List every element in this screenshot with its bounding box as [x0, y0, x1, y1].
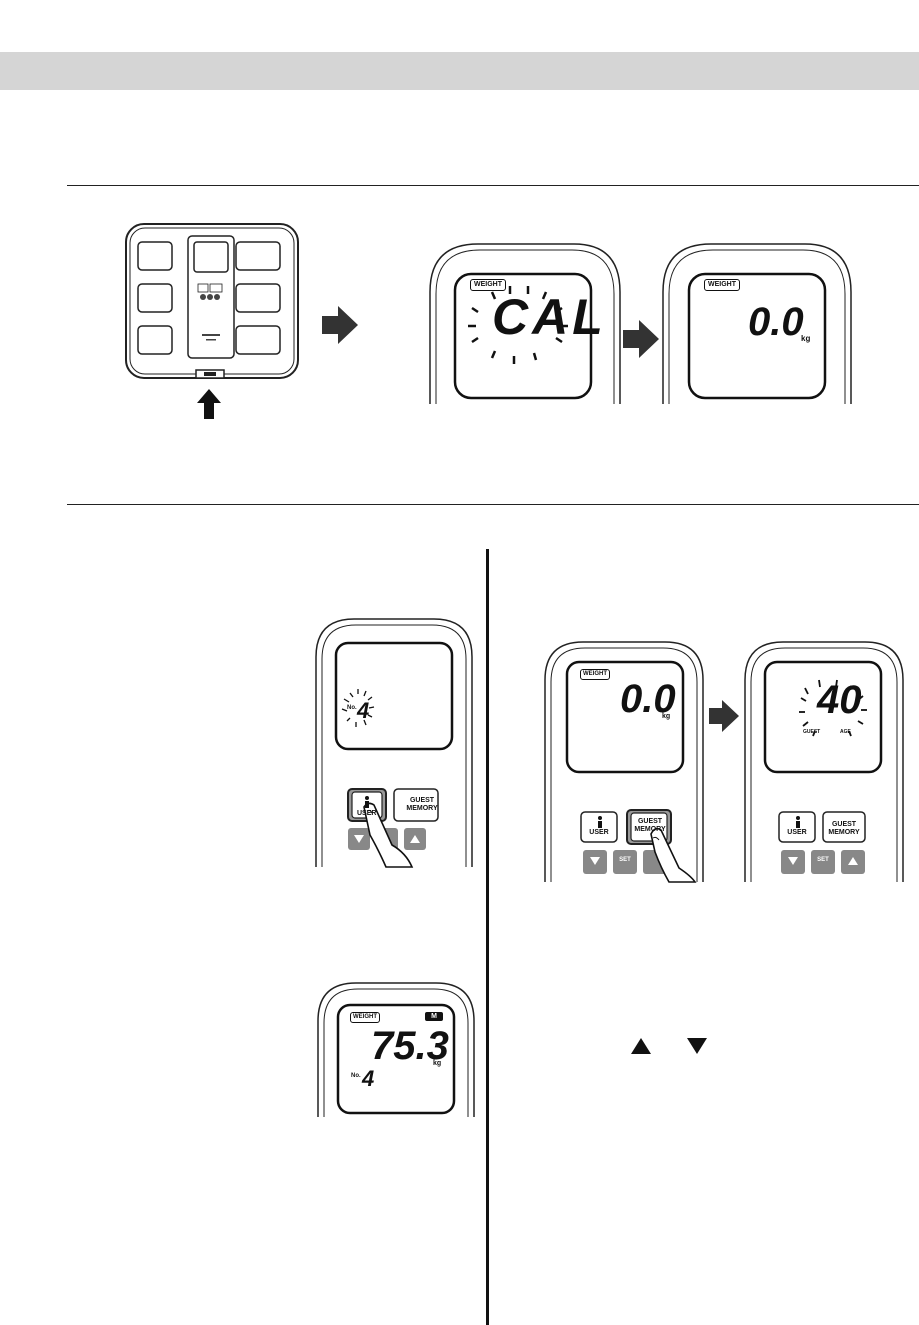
- user-number: 4: [357, 698, 370, 723]
- user-no-label: No.: [347, 705, 357, 711]
- age-label: AGE: [840, 729, 851, 735]
- down-triangle-icon: [687, 1038, 707, 1054]
- result-weight-value: 75.3: [371, 1024, 449, 1068]
- age-user-button-label[interactable]: USER: [787, 829, 807, 836]
- age-memory-line2[interactable]: MEMORY: [828, 829, 860, 836]
- arrow-right-icon: [623, 320, 659, 358]
- age-set-button[interactable]: SET: [817, 857, 829, 863]
- guest-memory-line2[interactable]: MEMORY: [634, 826, 666, 833]
- guest-memory-line1[interactable]: GUEST: [637, 818, 663, 825]
- guest-memory-button-line2[interactable]: MEMORY: [406, 805, 438, 812]
- guest-age-panel: [744, 641, 904, 882]
- guest-weight-unit: kg: [662, 713, 671, 720]
- guest-memory-button-line1[interactable]: GUEST: [409, 797, 435, 804]
- zero-display-value: 0.0: [748, 300, 804, 344]
- divider-top: [67, 185, 919, 186]
- guest-weight-label: WEIGHT: [580, 669, 610, 680]
- guest-weight-value: 0.0: [620, 677, 676, 721]
- scale-top-view-illustration: [125, 223, 299, 379]
- user-button-label[interactable]: USER: [357, 810, 377, 817]
- cal-display-panel: [429, 243, 621, 404]
- finger-press-icon: [650, 827, 697, 883]
- user-select-panel: [315, 618, 473, 868]
- result-unit: kg: [433, 1060, 442, 1067]
- memory-badge: M: [431, 1013, 437, 1020]
- user-person-icon: [796, 816, 800, 828]
- guest-weight-panel: [544, 641, 704, 883]
- user-person-icon: [365, 796, 369, 808]
- column-divider: [486, 549, 489, 1325]
- zero-unit: kg: [801, 334, 811, 343]
- arrow-up-icon: [197, 389, 221, 419]
- cal-display-text: CAL: [492, 289, 607, 345]
- guest-label: GUEST: [803, 729, 821, 735]
- weight-result-panel: [317, 982, 475, 1117]
- age-memory-line1[interactable]: GUEST: [831, 821, 857, 828]
- section-header-band: [0, 52, 919, 90]
- result-user-number: 4: [362, 1066, 375, 1091]
- cal-weight-label: WEIGHT: [470, 279, 506, 291]
- zero-display-panel: [662, 243, 852, 404]
- guest-age-value: 40: [817, 678, 862, 722]
- user-person-icon: [598, 816, 602, 828]
- guest-user-button-label[interactable]: USER: [589, 829, 609, 836]
- arrow-right-icon: [322, 306, 358, 344]
- zero-weight-label: WEIGHT: [704, 279, 740, 291]
- result-weight-label: WEIGHT: [350, 1012, 380, 1023]
- result-no-label: No.: [351, 1073, 361, 1079]
- arrow-right-icon: [709, 700, 739, 732]
- up-triangle-icon: [631, 1038, 651, 1054]
- divider-middle: [67, 504, 919, 505]
- guest-set-button[interactable]: SET: [619, 857, 631, 863]
